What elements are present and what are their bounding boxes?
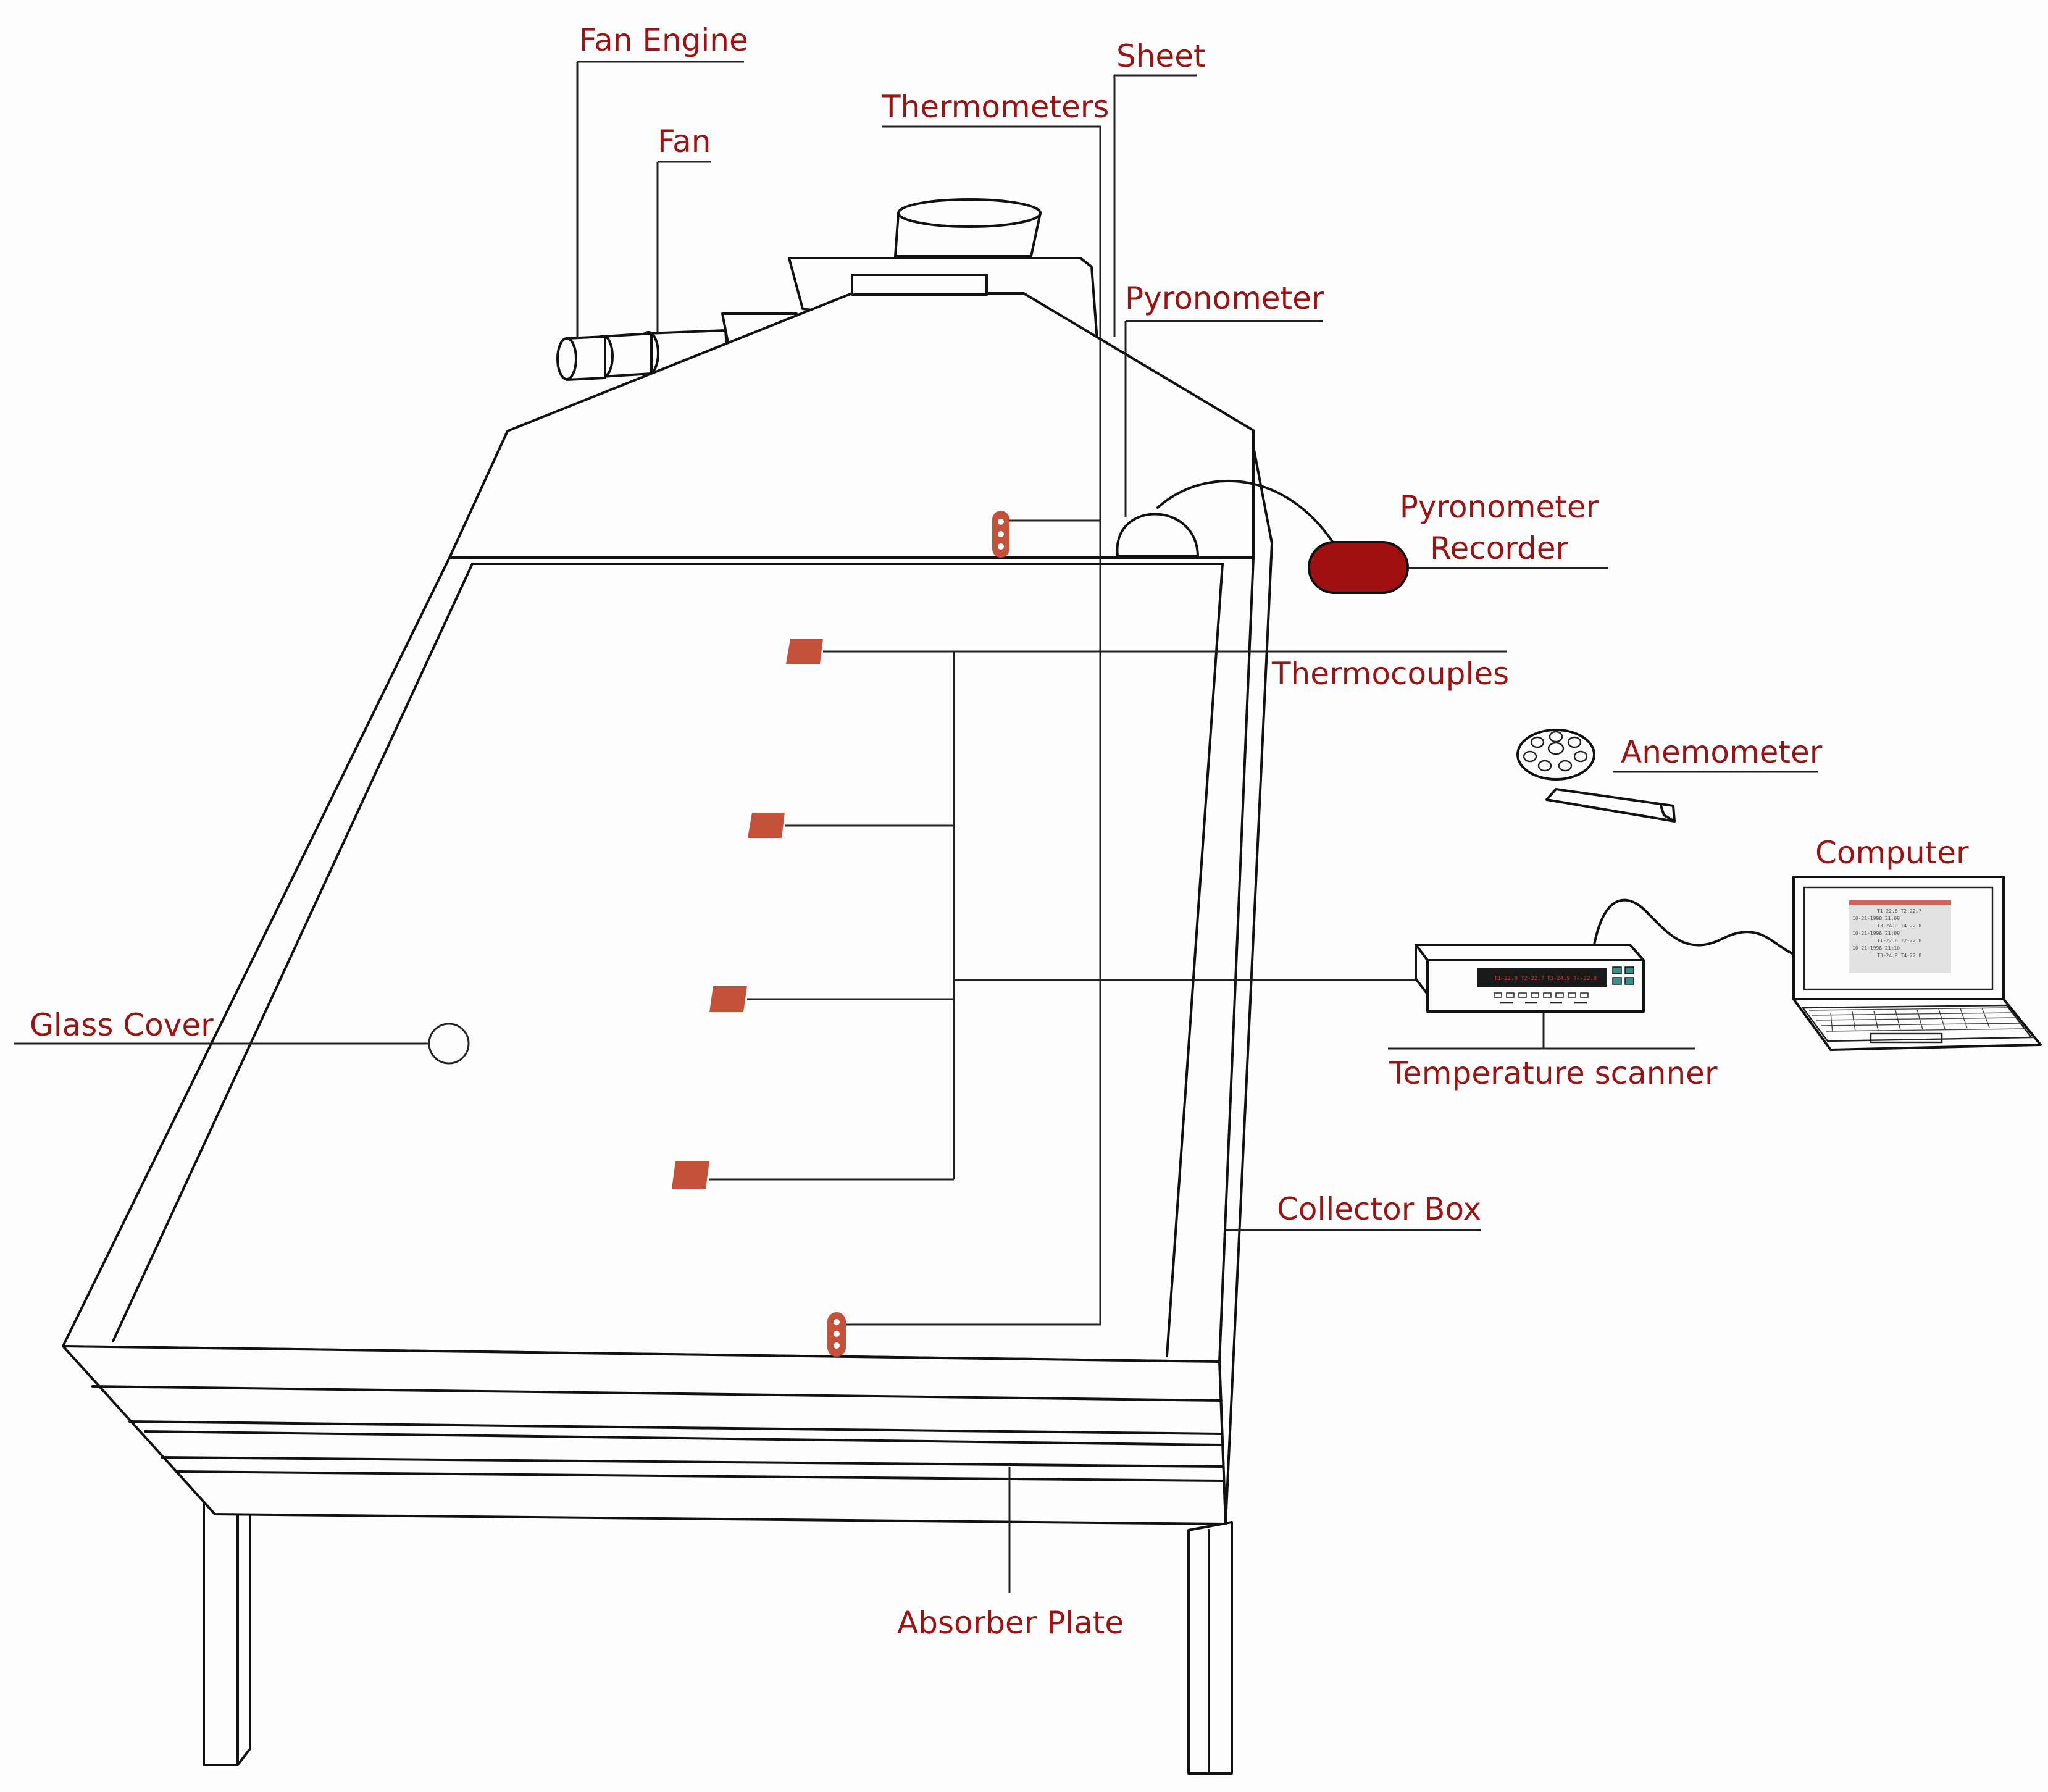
label-temperature-scanner: Temperature scanner (1389, 1055, 1718, 1091)
collector-legs (203, 1502, 1233, 1775)
thermocouples (672, 639, 823, 1189)
screen-line-4: 10-21-1998 21:09 (1852, 931, 1900, 936)
label-glass-cover: Glass Cover (30, 1007, 214, 1043)
pyronometer (1116, 479, 1335, 557)
label-pyronometer-recorder-2: Recorder (1430, 530, 1569, 566)
label-fan-engine: Fan Engine (579, 22, 748, 58)
thermocouple-3 (709, 986, 747, 1012)
temperature-scanner-device: T1-22.8 T2-22.7 T3-24.9 T4-22.8 (1415, 898, 1795, 1013)
label-thermocouples: Thermocouples (1271, 656, 1509, 692)
collector-box (62, 429, 1273, 1525)
label-thermometers: Thermometers (881, 89, 1109, 125)
label-pyronometer-recorder-1: Pyronometer (1400, 489, 1599, 525)
screen-line-7: T3-24.9 T4-22.8 (1877, 953, 1921, 958)
label-pyronometer: Pyronometer (1125, 280, 1324, 316)
screen-line-1: T1-22.8 T2-22.7 (1877, 908, 1921, 914)
pyronometer-recorder (1308, 541, 1409, 594)
label-computer: Computer (1815, 835, 1969, 871)
thermometer-top (992, 511, 1009, 558)
thermocouple-4 (672, 1161, 709, 1189)
screen-line-3: T3-24.9 T4-22.8 (1877, 923, 1921, 929)
leader-lines (14, 61, 1818, 1593)
anemometer-icon (1516, 729, 1676, 823)
thermocouple-1 (786, 639, 823, 664)
computer-icon: T1-22.8 T2-22.7 10-21-1998 21:09 T3-24.9… (1792, 876, 2042, 1051)
screen-line-2: 10-21-1998 21:09 (1852, 916, 1900, 921)
scanner-display-right: T3-24.9 T4-22.8 (1547, 976, 1597, 982)
label-anemometer: Anemometer (1621, 734, 1823, 770)
label-absorber-plate: Absorber Plate (897, 1605, 1124, 1641)
screen-line-5: T1-22.8 T2-22.8 (1877, 938, 1921, 944)
hood (448, 198, 1255, 559)
screen-line-6: 10-21-1998 21:10 (1852, 945, 1900, 951)
thermometer-bottom (827, 1312, 846, 1357)
thermocouple-2 (748, 813, 785, 838)
scanner-display-left: T1-22.8 T2-22.7 (1494, 976, 1544, 982)
label-collector-box: Collector Box (1277, 1191, 1481, 1227)
label-sheet: Sheet (1116, 38, 1206, 74)
labels: Fan Engine Fan Thermometers Sheet Pyrono… (30, 22, 1969, 1641)
label-fan: Fan (658, 124, 711, 159)
